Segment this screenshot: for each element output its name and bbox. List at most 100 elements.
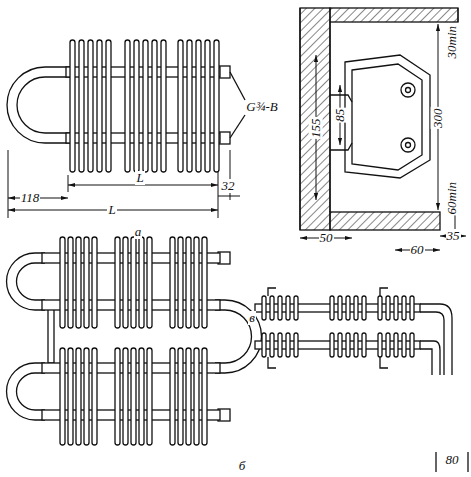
fin (354, 333, 358, 357)
fin (262, 296, 266, 320)
fin (338, 333, 342, 357)
fin (378, 333, 382, 357)
fin (134, 40, 139, 172)
dimension-tick (467, 452, 468, 472)
dimension-label: 60 (410, 243, 425, 257)
fin (278, 296, 282, 320)
fin (330, 333, 334, 357)
fin (270, 333, 274, 357)
fin (161, 40, 166, 172)
dimension-label: 30min (445, 25, 459, 60)
dimension-label: L (135, 171, 144, 185)
fin (143, 40, 148, 172)
dimension-label: б (238, 459, 247, 473)
fin (131, 348, 136, 445)
fin (92, 348, 97, 445)
section-dimensions (300, 8, 466, 250)
fin (286, 333, 290, 357)
u-bend (7, 67, 70, 143)
fin (205, 40, 210, 172)
fin (79, 40, 84, 172)
dimension-tick (435, 452, 436, 472)
fin (76, 237, 81, 328)
fin (386, 333, 390, 357)
fin (378, 296, 382, 320)
fin (196, 40, 201, 172)
dimension-label: 35 (446, 229, 461, 243)
fin (262, 333, 266, 357)
fin (125, 40, 130, 172)
fin-repeats (42, 40, 420, 445)
fin (92, 237, 97, 328)
fin (194, 348, 199, 445)
fin (115, 348, 120, 445)
fin (294, 333, 298, 357)
fin (76, 348, 81, 445)
fin (60, 237, 65, 328)
fin (115, 237, 120, 328)
fin (194, 237, 199, 328)
dimension-label: 118 (20, 191, 41, 205)
fin (410, 333, 414, 357)
fin (330, 296, 334, 320)
fin (170, 237, 175, 328)
dimension-label: L (107, 203, 116, 217)
fin (286, 296, 290, 320)
fin (402, 333, 406, 357)
fin (68, 237, 73, 328)
dimension-label: 50 (319, 231, 334, 245)
fin (270, 296, 274, 320)
fin (186, 348, 191, 445)
fin (346, 333, 350, 357)
fin (394, 296, 398, 320)
fin (106, 40, 111, 172)
fin (139, 237, 144, 328)
fin (147, 348, 152, 445)
fin (338, 296, 342, 320)
fin (410, 296, 414, 320)
fin (354, 296, 358, 320)
dimension-label: в (248, 311, 256, 325)
fin (278, 333, 282, 357)
pipe-ends (218, 66, 245, 144)
fin (178, 348, 183, 445)
fin (346, 296, 350, 320)
dimension-label: 85 (333, 107, 347, 122)
fin (70, 40, 75, 172)
fin (123, 237, 128, 328)
dimension-label: G¾-B (245, 100, 278, 114)
wall-section (300, 8, 458, 230)
c-pipework (268, 288, 452, 375)
fin (88, 40, 93, 172)
fin (60, 348, 65, 445)
fin (187, 40, 192, 172)
fin (178, 237, 183, 328)
fin (131, 237, 136, 328)
dimension-label: 155 (309, 117, 323, 139)
fin (186, 237, 191, 328)
fin (202, 237, 207, 328)
fin (214, 40, 219, 172)
heater-section (330, 55, 430, 178)
dimension-label: 32 (221, 179, 236, 193)
fin (386, 296, 390, 320)
fin (97, 40, 102, 172)
fin (84, 348, 89, 445)
fin (402, 296, 406, 320)
fin (294, 296, 298, 320)
fin (139, 348, 144, 445)
dimension-label: а (134, 225, 143, 239)
fin (68, 348, 73, 445)
fin (202, 348, 207, 445)
fin (362, 333, 366, 357)
fin (84, 237, 89, 328)
dimension-label: 300 (431, 107, 445, 129)
fin (394, 333, 398, 357)
fin (123, 348, 128, 445)
fin (170, 348, 175, 445)
dimension-label: 60min (445, 181, 459, 216)
fin (152, 40, 157, 172)
fin (147, 237, 152, 328)
